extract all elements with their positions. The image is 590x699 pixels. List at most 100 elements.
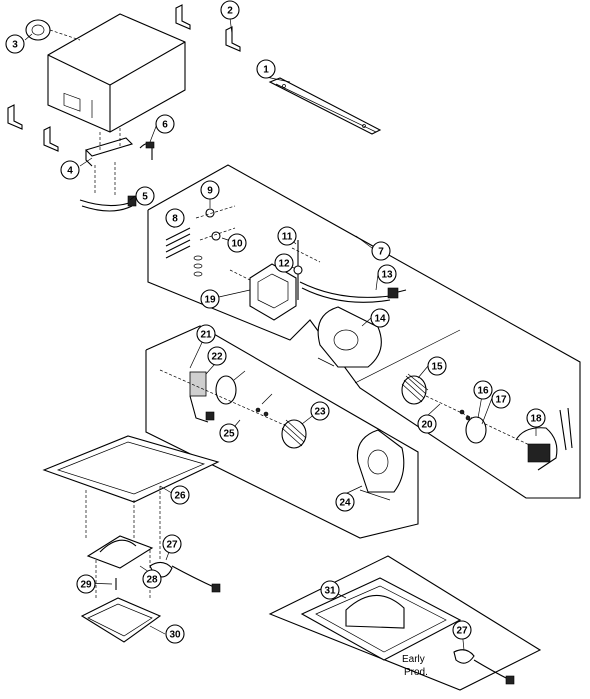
- callout-11: 11: [277, 226, 297, 246]
- callout-circle: [207, 346, 227, 366]
- callout-number: 10: [231, 239, 243, 250]
- callout-number: 15: [431, 362, 443, 373]
- callout-number: 26: [174, 491, 186, 502]
- callout-31: 31: [320, 580, 340, 600]
- callout-5: 5: [135, 186, 155, 206]
- callout-25: 25: [219, 423, 239, 443]
- mounting-bar: [268, 77, 382, 135]
- callouts: 1234567891011121314151617181920212223242…: [5, 0, 546, 644]
- callout-6: 6: [155, 114, 175, 134]
- callout-circle: [165, 208, 185, 228]
- callout-19: 19: [200, 289, 220, 309]
- callout-circle: [227, 233, 247, 253]
- callout-number: 27: [456, 626, 468, 637]
- callout-1: 1: [256, 59, 276, 79]
- callout-circle: [526, 408, 546, 428]
- motor-assembly-parts: [165, 205, 573, 471]
- callout-27-early: 27: [452, 620, 472, 640]
- callout-circle: [219, 423, 239, 443]
- callout-circle: [417, 414, 437, 434]
- early-production-note-line-2: Prod.: [404, 667, 428, 678]
- callout-circle: [162, 534, 182, 554]
- callout-2: 2: [220, 0, 240, 20]
- callout-circle: [60, 160, 80, 180]
- callout-number: 13: [381, 270, 393, 281]
- callout-number: 24: [339, 498, 351, 509]
- callout-number: 4: [67, 166, 73, 177]
- callout-number: 20: [421, 420, 433, 431]
- callout-circle: [277, 226, 297, 246]
- callout-9: 9: [200, 180, 220, 200]
- callout-number: 17: [495, 395, 507, 406]
- housing-assembly: [7, 4, 241, 212]
- callout-24: 24: [335, 492, 355, 512]
- callout-16: 16: [473, 380, 493, 400]
- callout-number: 23: [314, 407, 326, 418]
- callout-circle: [5, 34, 25, 54]
- callout-13: 13: [377, 264, 397, 284]
- callout-22: 22: [207, 346, 227, 366]
- motor-assembly-outline: [147, 164, 581, 499]
- callout-circle: [196, 324, 216, 344]
- callout-14: 14: [370, 308, 390, 328]
- callout-circle: [155, 114, 175, 134]
- leader-lines: [24, 17, 537, 651]
- callout-28: 28: [142, 569, 162, 589]
- callout-20: 20: [417, 414, 437, 434]
- callout-number: 5: [142, 192, 148, 203]
- callout-circle: [491, 389, 511, 409]
- callout-number: 18: [530, 414, 542, 425]
- light-assembly: [80, 535, 221, 643]
- callout-number: 31: [324, 586, 336, 597]
- callout-number: 28: [146, 575, 158, 586]
- callout-18: 18: [526, 408, 546, 428]
- callout-circle: [335, 492, 355, 512]
- callout-number: 1: [263, 65, 269, 76]
- callout-15: 15: [427, 356, 447, 376]
- callout-circle: [200, 289, 220, 309]
- callout-circle: [452, 620, 472, 640]
- callout-circle: [274, 253, 294, 273]
- callout-circle: [377, 264, 397, 284]
- callout-circle: [200, 180, 220, 200]
- callout-29: 29: [76, 574, 96, 594]
- callout-number: 29: [80, 580, 92, 591]
- callout-circle: [320, 580, 340, 600]
- callout-number: 16: [477, 386, 489, 397]
- callout-27: 27: [162, 534, 182, 554]
- second-assembly-outline: [145, 325, 419, 539]
- callout-number: 6: [162, 120, 168, 131]
- second-assembly-parts: [159, 369, 405, 501]
- callout-8: 8: [165, 208, 185, 228]
- callout-circle: [220, 0, 240, 20]
- callout-circle: [371, 241, 391, 261]
- callout-number: 30: [169, 630, 181, 641]
- callout-7: 7: [371, 241, 391, 261]
- callout-number: 22: [211, 352, 223, 363]
- callout-number: 8: [172, 214, 178, 225]
- callout-23: 23: [310, 401, 330, 421]
- callout-17: 17: [491, 389, 511, 409]
- grille-assembly: [42, 435, 220, 560]
- callout-26: 26: [170, 485, 190, 505]
- callout-3: 3: [5, 34, 25, 54]
- callout-circle: [76, 574, 96, 594]
- callout-number: 21: [200, 330, 212, 341]
- callout-number: 9: [207, 186, 213, 197]
- callout-21: 21: [196, 324, 216, 344]
- callout-number: 11: [282, 232, 293, 243]
- callout-circle: [310, 401, 330, 421]
- callout-circle: [142, 569, 162, 589]
- callout-circle: [370, 308, 390, 328]
- callout-10: 10: [227, 233, 247, 253]
- callout-circle: [427, 356, 447, 376]
- callout-circle: [473, 380, 493, 400]
- callout-4: 4: [60, 160, 80, 180]
- callout-number: 19: [204, 295, 216, 306]
- early-production-note-line-1: Early: [402, 654, 425, 665]
- callout-number: 27: [166, 540, 178, 551]
- callout-circle: [165, 624, 185, 644]
- callout-12: 12: [274, 253, 294, 273]
- callout-circle: [135, 186, 155, 206]
